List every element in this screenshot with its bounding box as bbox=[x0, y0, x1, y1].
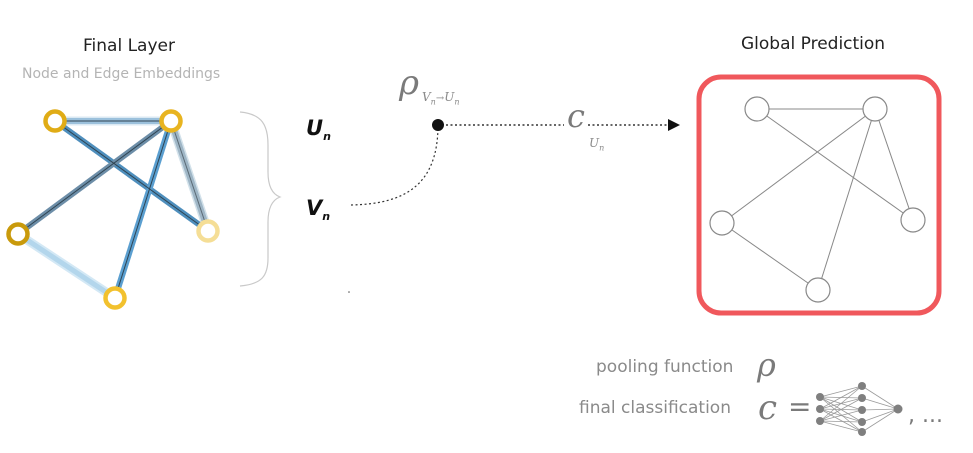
c-sub-u: U bbox=[589, 136, 600, 150]
c-subscript: Un bbox=[589, 136, 604, 155]
global-prediction-title: Global Prediction bbox=[741, 34, 886, 54]
v-to-pool-dotted-curve bbox=[350, 124, 439, 206]
final-layer-title: Final Layer bbox=[83, 36, 175, 56]
node-4 bbox=[196, 219, 220, 243]
v-symbol: V bbox=[306, 196, 323, 220]
prediction-nodes bbox=[709, 96, 926, 303]
pooling-point bbox=[432, 119, 444, 131]
v-n-label: Vn bbox=[306, 196, 330, 223]
edge-core bbox=[54, 120, 209, 232]
edge-core bbox=[17, 120, 172, 235]
stray-dot bbox=[348, 291, 350, 293]
rho-sub-v: V bbox=[422, 90, 431, 104]
pred-node bbox=[709, 210, 735, 236]
final-layer-subtitle: Node and Edge Embeddings bbox=[22, 66, 221, 82]
node-2 bbox=[159, 109, 183, 133]
rho-sub-u: U bbox=[444, 90, 455, 104]
u-subscript: n bbox=[323, 130, 331, 144]
c-symbol: c bbox=[567, 97, 585, 135]
neural-network-icon bbox=[816, 382, 903, 436]
edge-3-5 bbox=[16, 231, 117, 301]
pred-node bbox=[744, 96, 770, 122]
curly-brace bbox=[239, 111, 282, 287]
pred-node bbox=[900, 207, 926, 233]
rho-sub-n2: n bbox=[454, 97, 460, 107]
final-classification-symbol: c bbox=[758, 388, 778, 428]
prediction-box bbox=[696, 74, 942, 316]
rho-sub-n1: n bbox=[430, 97, 436, 107]
node-5 bbox=[103, 286, 127, 310]
pred-edge bbox=[721, 108, 876, 224]
edge-core bbox=[170, 120, 209, 232]
u-n-label: Un bbox=[306, 116, 331, 143]
pred-edge bbox=[721, 222, 819, 291]
prediction-graph bbox=[721, 108, 914, 291]
v-subscript: n bbox=[322, 210, 331, 224]
final-classification-label: final classification bbox=[579, 398, 731, 418]
ellipsis: , ... bbox=[908, 403, 943, 428]
rho-sub-arrow: → bbox=[435, 93, 445, 104]
pred-node bbox=[805, 277, 831, 303]
node-3 bbox=[6, 222, 30, 246]
pred-node bbox=[862, 96, 888, 122]
final-layer-graph bbox=[6, 109, 220, 310]
u-symbol: U bbox=[306, 116, 324, 140]
c-sub-n: n bbox=[599, 143, 605, 153]
arrow-head bbox=[668, 119, 680, 131]
pred-edge bbox=[817, 108, 876, 291]
pooling-function-label: pooling function bbox=[596, 357, 734, 377]
rho-symbol: ρ bbox=[399, 63, 419, 103]
pred-edge bbox=[874, 108, 914, 221]
pred-edge bbox=[756, 108, 914, 221]
pooling-function-symbol: ρ bbox=[757, 346, 776, 384]
node-1 bbox=[43, 109, 67, 133]
edge-core bbox=[114, 120, 172, 299]
rho-subscript: Vn→Un bbox=[422, 90, 460, 109]
equals-sign: = bbox=[788, 390, 812, 423]
